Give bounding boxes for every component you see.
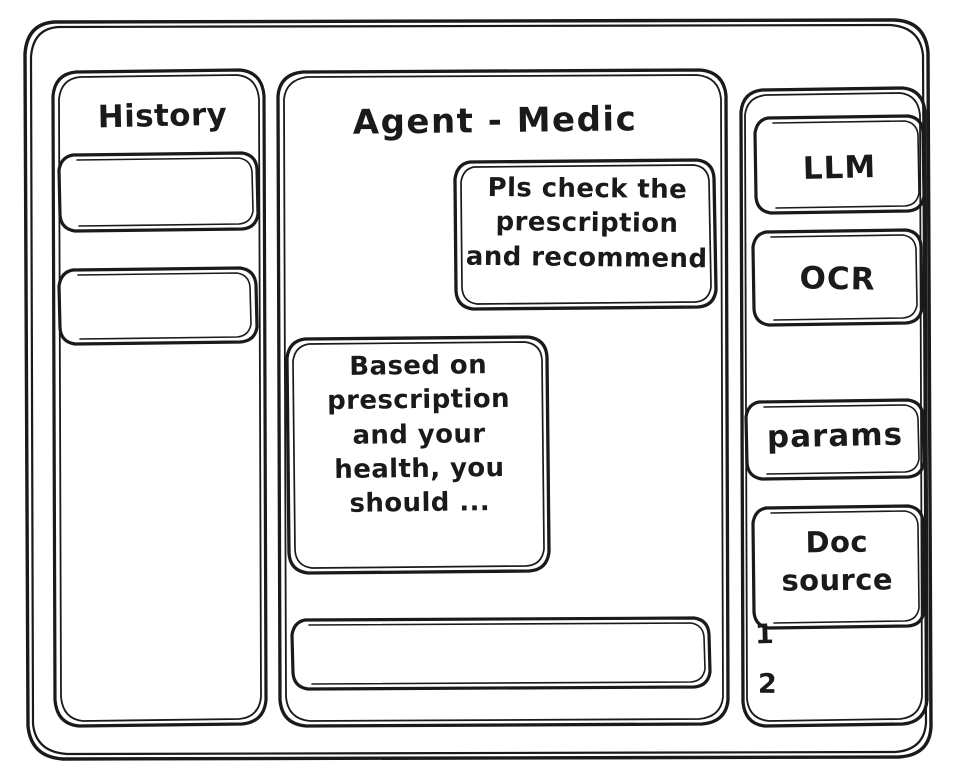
page-title: Agent - Medic [352,99,638,143]
history-item-1[interactable] [59,153,258,231]
history-panel-title: History [97,96,228,136]
tool-card-doc-source-label: Doc source [781,524,894,598]
user-message-bubble: Pls check the prescription and recommend [465,172,708,274]
composer-input[interactable] [292,618,710,689]
doc-source-list-item-1[interactable]: 1 [754,619,775,651]
tool-card-params-label: params [766,416,904,456]
history-item-2[interactable] [59,268,257,344]
tool-card-ocr-label: OCR [799,260,876,298]
agent-message-bubble: Based on prescription and your health, y… [326,350,511,520]
tool-card-llm-label: LLM [802,148,877,188]
doc-source-list-item-2[interactable]: 2 [757,668,778,700]
